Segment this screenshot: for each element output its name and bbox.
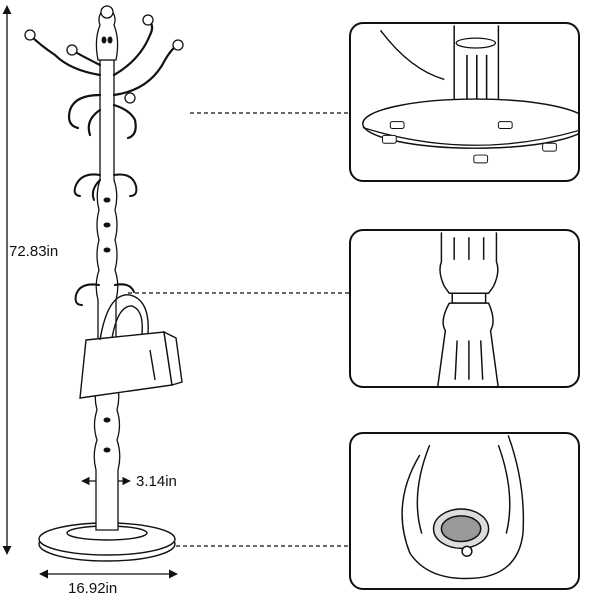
pole-joint-detail bbox=[437, 232, 499, 386]
pole-joint-detail-svg bbox=[437, 232, 499, 386]
middle-hooks bbox=[73, 173, 138, 201]
height-label: 72.83in bbox=[9, 243, 59, 260]
detail-panel-top bbox=[349, 22, 580, 182]
lower-hooks bbox=[74, 283, 135, 306]
rack-pole bbox=[93, 5, 121, 531]
base-foot-detail-svg bbox=[362, 25, 578, 164]
detail-panel-bottom bbox=[349, 432, 580, 590]
pole-end-detail-svg bbox=[401, 435, 525, 580]
pole-diameter-label: 3.14in bbox=[136, 473, 177, 490]
handbag bbox=[79, 294, 183, 399]
pole-end-detail bbox=[401, 435, 525, 580]
base-foot-detail bbox=[362, 25, 578, 164]
base-diameter-label: 16.92in bbox=[68, 580, 118, 597]
detail-panel-middle bbox=[349, 229, 580, 388]
